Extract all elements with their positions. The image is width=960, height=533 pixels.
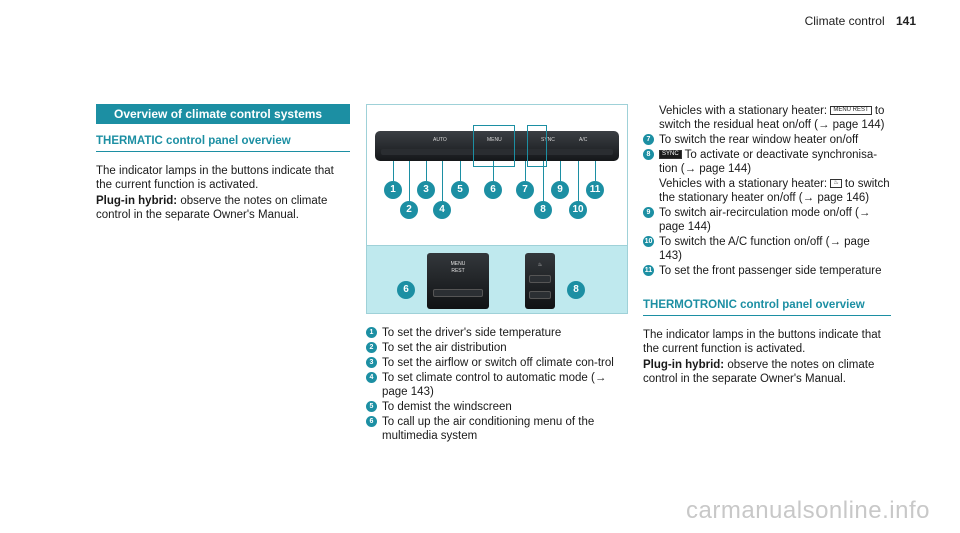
panel-buttons [381, 149, 613, 155]
zoom-rest-label: REST [451, 268, 465, 274]
thermatic-panel: AUTO MENU SYNC A/C [375, 131, 619, 161]
zoom-callout-8: 8 [567, 281, 585, 299]
highlight-menu [473, 125, 515, 167]
intro-text-2: The indicator lamps in the buttons indic… [643, 329, 881, 355]
callout-1: 1 [384, 181, 402, 199]
callout-8: 8 [534, 201, 552, 219]
section-title: Overview of climate control systems [96, 104, 350, 124]
panel-label-ac: A/C [579, 137, 588, 143]
highlight-sync [527, 125, 547, 167]
callout-4: 4 [433, 201, 451, 219]
watermark: carmanualsonline.info [686, 497, 930, 524]
right-column: Vehicles with a stationary heater: MENU … [643, 104, 891, 388]
zoom-callout-6: 6 [397, 281, 415, 299]
panel-label-sync: SYNC [541, 137, 555, 143]
stationary-heater-icon: ♨ [830, 179, 842, 189]
heater-icon: ♨ [537, 262, 543, 268]
heater-stationary-note: Vehicles with a stationary heater: ♨ to … [659, 178, 890, 204]
thermotronic-subheading: THERMOTRONIC control panel overview [643, 298, 891, 316]
running-head: Climate control 141 [805, 14, 916, 28]
menu-rest-key-icon: MENU REST [830, 106, 872, 116]
control-panel-figure: AUTO MENU SYNC A/C 1 2 3 4 5 6 7 8 9 10 … [366, 104, 628, 314]
chapter-title: Climate control [804, 14, 885, 28]
zoom-key-lower [529, 291, 551, 299]
hybrid-label: Plug-in hybrid: [96, 195, 178, 207]
left-column: Overview of climate control systems THER… [96, 104, 350, 224]
zoom-sync-button: ♨ [525, 253, 555, 309]
callout-9: 9 [551, 181, 569, 199]
hybrid-label-2: Plug-in hybrid: [643, 359, 725, 371]
panel-label-menu: MENU [487, 137, 502, 143]
sync-key-icon: SYNC [659, 150, 682, 160]
callout-10: 10 [569, 201, 587, 219]
callout-5: 5 [451, 181, 469, 199]
zoom-menu-key [433, 289, 483, 297]
heater-residual-note: Vehicles with a stationary heater: MENU … [659, 105, 885, 131]
hybrid-note: Plug-in hybrid: observe the notes on cli… [96, 194, 350, 222]
zoom-key-upper [529, 275, 551, 283]
panel-label-auto: AUTO [433, 137, 447, 143]
hybrid-text-2: observe the notes on climate control in … [643, 359, 875, 385]
callout-3: 3 [417, 181, 435, 199]
zoom-menu-label: MENU [450, 261, 466, 267]
zoom-menu-button: MENU REST [427, 253, 489, 309]
callout-7: 7 [516, 181, 534, 199]
hybrid-note-2: Plug-in hybrid: observe the notes on cli… [643, 358, 891, 386]
callout-2: 2 [400, 201, 418, 219]
page-number: 141 [895, 14, 916, 28]
thermatic-subheading: THERMATIC control panel overview [96, 134, 350, 152]
callout-11: 11 [586, 181, 604, 199]
panel-overview: AUTO MENU SYNC A/C 1 2 3 4 5 6 7 8 9 10 … [367, 105, 627, 246]
hybrid-text: observe the notes on climate control in … [96, 195, 328, 221]
callout-6: 6 [484, 181, 502, 199]
intro-text: The indicator lamps in the buttons indic… [96, 165, 334, 191]
